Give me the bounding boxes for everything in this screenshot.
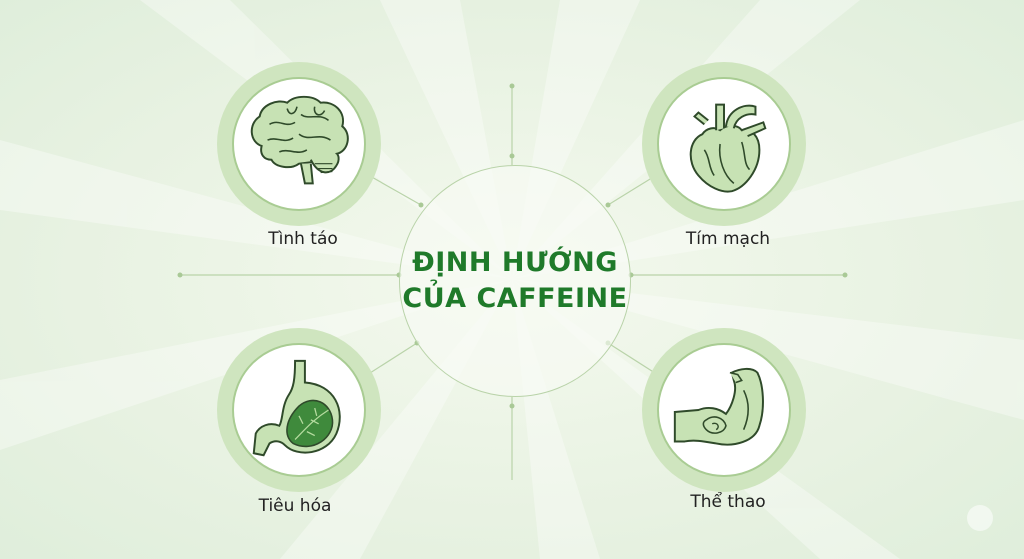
heart-icon <box>689 103 767 193</box>
center-circle: ĐỊNH HƯỚNG CỦA CAFFEINE <box>399 165 631 397</box>
label-digestion: Tiêu hóa <box>258 496 332 516</box>
stomach-icon <box>252 359 341 457</box>
brain-icon <box>250 95 349 185</box>
muscle-arm-icon <box>673 367 764 446</box>
label-cardio: Tím mạch <box>685 229 771 249</box>
center-title-line2: CỦA CAFFEINE <box>402 283 628 314</box>
node-alertness <box>217 62 381 226</box>
label-alertness: Tình táo <box>268 229 338 249</box>
center-title-line1: ĐỊNH HƯỚNG <box>412 247 618 278</box>
watermark-logo <box>967 505 993 531</box>
label-sport: Thể thao <box>690 492 766 512</box>
node-digestion <box>217 328 381 492</box>
node-sport <box>642 328 806 492</box>
node-cardio <box>642 62 806 226</box>
